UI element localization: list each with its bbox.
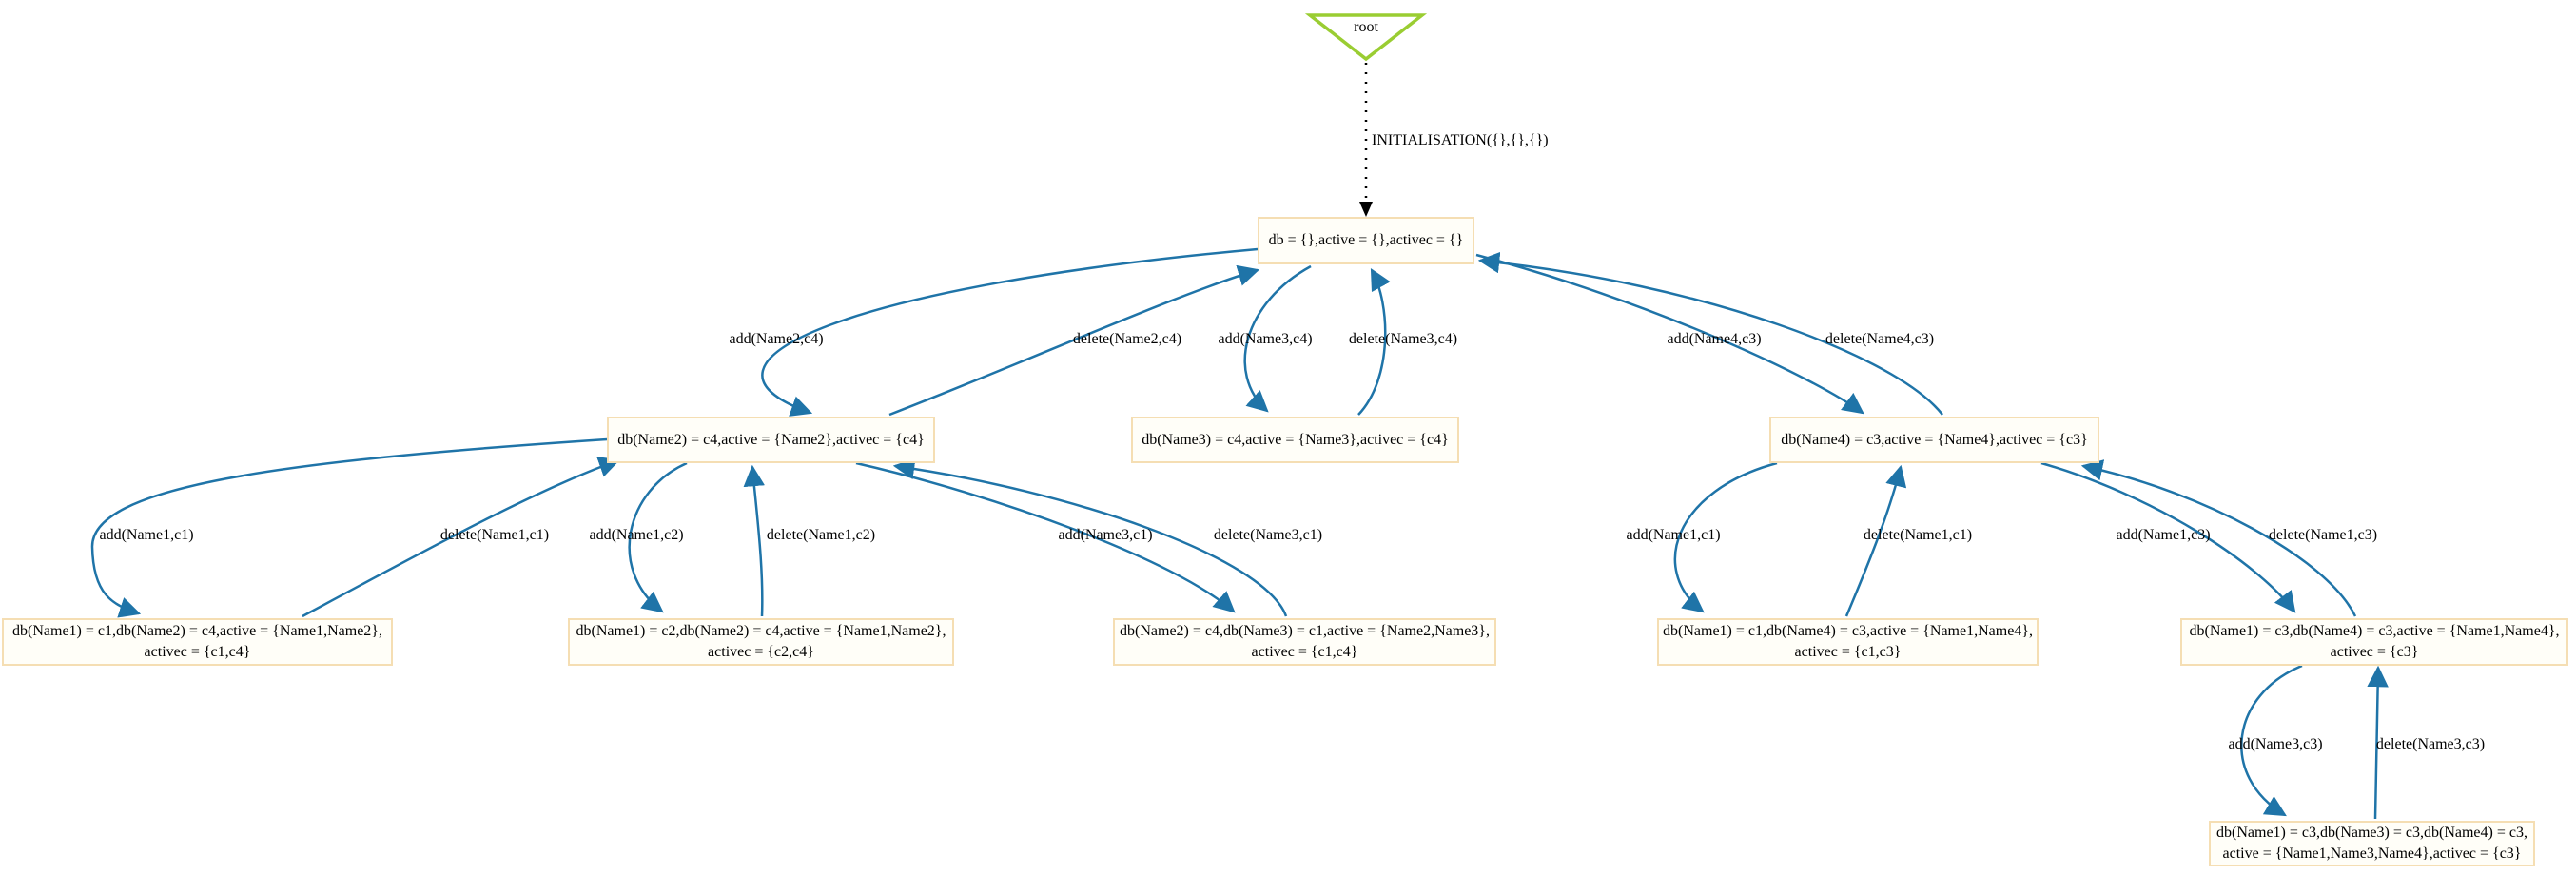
- edge-label-initialisation: INITIALISATION({},{},{}): [1372, 132, 1549, 148]
- edge-label-delete-name4-c3: delete(Name4,c3): [1825, 331, 1935, 347]
- state-label-line2: activec = {c1,c4}: [1251, 644, 1358, 660]
- edge-label-add-name3-c4: add(Name3,c4): [1218, 331, 1313, 347]
- edge-label-add-name1-c3: add(Name1,c3): [2116, 527, 2211, 543]
- edge-delete-name3-c1: [892, 457, 1288, 617]
- edge-label-delete-name1-c1-left: delete(Name1,c1): [439, 527, 550, 543]
- edge-label-delete-name3-c3: delete(Name3,c3): [2375, 736, 2486, 752]
- edge-label-add-name3-c1: add(Name3,c1): [1058, 527, 1153, 543]
- state-node-name1c3-name3c3-name4c3[interactable]: db(Name1) = c3,db(Name3) = c3,db(Name4) …: [2209, 821, 2535, 866]
- state-label: db(Name2) = c4,active = {Name2},activec …: [617, 431, 925, 448]
- state-node-name3-c4[interactable]: db(Name3) = c4,active = {Name3},activec …: [1131, 417, 1459, 463]
- state-label: db(Name4) = c3,active = {Name4},activec …: [1781, 431, 2088, 448]
- edge-add-name3-c3: [2240, 664, 2303, 817]
- edge-add-name2-c4: [761, 247, 1259, 417]
- state-label-line1: db(Name2) = c4,db(Name3) = c1,active = {…: [1120, 623, 1490, 639]
- root-node-label: root: [1354, 19, 1378, 35]
- state-label-line2: active = {Name1,Name3,Name4},activec = {…: [2222, 846, 2522, 862]
- state-node-name2-c4[interactable]: db(Name2) = c4,active = {Name2},activec …: [607, 417, 935, 463]
- edge-initialisation-arrowhead: [1359, 202, 1373, 217]
- state-node-name1c1-name2c4[interactable]: db(Name1) = c1,db(Name2) = c4,active = {…: [2, 618, 393, 666]
- state-node-name4-c3[interactable]: db(Name4) = c3,active = {Name4},activec …: [1769, 417, 2099, 463]
- edge-label-delete-name3-c1: delete(Name3,c1): [1213, 527, 1323, 543]
- edge-delete-name2-c4: [888, 264, 1260, 417]
- edge-label-add-name3-c3: add(Name3,c3): [2228, 736, 2323, 752]
- edge-add-name4-c3: [1475, 253, 1864, 415]
- edge-label-add-name4-c3: add(Name4,c3): [1667, 331, 1762, 347]
- edge-label-delete-name1-c2: delete(Name1,c2): [766, 527, 876, 543]
- state-label-line1: db(Name1) = c3,db(Name3) = c3,db(Name4) …: [2216, 825, 2527, 841]
- state-node-name1c3-name4c3[interactable]: db(Name1) = c3,db(Name4) = c3,active = {…: [2180, 618, 2568, 666]
- state-node-name2c4-name3c1[interactable]: db(Name2) = c4,db(Name3) = c1,active = {…: [1113, 618, 1496, 666]
- state-node-name1c1-name4c3[interactable]: db(Name1) = c1,db(Name4) = c3,active = {…: [1657, 618, 2039, 666]
- state-label-line1: db(Name1) = c1,db(Name4) = c3,active = {…: [1663, 623, 2033, 639]
- edge-label-delete-name1-c1-right: delete(Name1,c1): [1863, 527, 1973, 543]
- edge-add-name1-c1-left: [90, 438, 608, 618]
- edge-delete-name1-c1-left: [302, 457, 621, 618]
- edge-label-delete-name1-c3: delete(Name1,c3): [2268, 527, 2378, 543]
- edge-delete-name1-c1-right: [1844, 464, 1907, 617]
- edge-add-name3-c4: [1243, 264, 1312, 413]
- edge-label-add-name1-c1-left: add(Name1,c1): [99, 527, 194, 543]
- state-label: db = {},active = {},activec = {}: [1268, 232, 1464, 248]
- state-label-line2: activec = {c1,c3}: [1794, 644, 1902, 660]
- edge-label-delete-name3-c4: delete(Name3,c4): [1348, 331, 1458, 347]
- state-label-line2: activec = {c2,c4}: [708, 644, 814, 660]
- state-node-initial[interactable]: db = {},active = {},activec = {}: [1258, 217, 1474, 264]
- state-label-line2: activec = {c3}: [2330, 644, 2419, 660]
- edge-delete-name1-c2: [743, 464, 765, 617]
- edge-delete-name1-c3: [2080, 459, 2357, 617]
- state-label-line2: activec = {c1,c4}: [144, 644, 251, 660]
- edge-delete-name4-c3: [1477, 251, 1943, 416]
- edge-add-name1-c1-right: [1673, 461, 1778, 613]
- edge-delete-name3-c3: [2367, 665, 2389, 820]
- state-node-name1c2-name2c4[interactable]: db(Name1) = c2,db(Name2) = c4,active = {…: [568, 618, 954, 666]
- root-node-triangle[interactable]: [1304, 13, 1428, 62]
- state-label-line1: db(Name1) = c3,db(Name4) = c3,active = {…: [2189, 623, 2560, 639]
- state-label-line1: db(Name1) = c2,db(Name2) = c4,active = {…: [576, 623, 946, 639]
- edge-label-add-name1-c1-right: add(Name1,c1): [1626, 527, 1721, 543]
- edge-label-add-name1-c2: add(Name1,c2): [589, 527, 684, 543]
- edge-add-name3-c1: [855, 461, 1236, 613]
- edge-label-add-name2-c4: add(Name2,c4): [729, 331, 824, 347]
- edge-label-delete-name2-c4: delete(Name2,c4): [1072, 331, 1182, 347]
- state-label: db(Name3) = c4,active = {Name3},activec …: [1142, 431, 1449, 448]
- state-label-line1: db(Name1) = c1,db(Name2) = c4,active = {…: [12, 623, 382, 639]
- edge-delete-name3-c4: [1357, 268, 1391, 416]
- edge-add-name1-c2: [628, 461, 688, 613]
